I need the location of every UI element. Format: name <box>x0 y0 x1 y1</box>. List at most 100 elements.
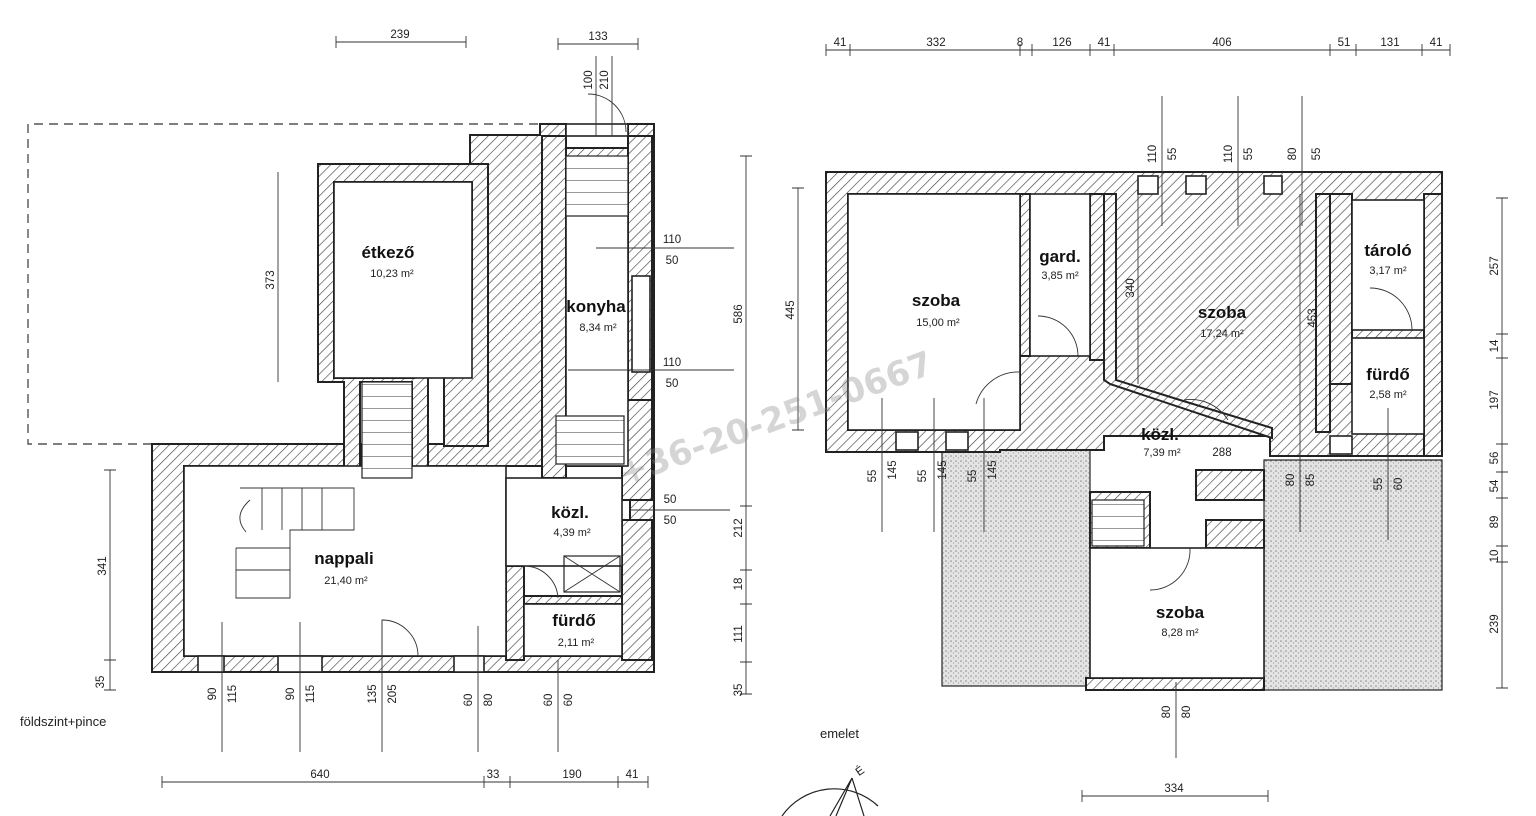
window <box>1137 175 1159 195</box>
svg-text:257: 257 <box>1489 256 1501 275</box>
window <box>895 431 919 451</box>
svg-text:131: 131 <box>1380 37 1399 49</box>
svg-text:239: 239 <box>1489 614 1501 633</box>
svg-text:110: 110 <box>663 357 681 369</box>
svg-text:80: 80 <box>1285 474 1297 487</box>
door-arc <box>975 371 1021 405</box>
upper-kozl-name: közl. <box>1141 425 1179 444</box>
kozl-area: 4,39 m² <box>553 527 591 539</box>
svg-text:373: 373 <box>265 270 277 289</box>
upper-floor-plan: szoba 15,00 m² gard. 3,85 m² szoba 17,24… <box>785 37 1508 802</box>
svg-text:111: 111 <box>733 625 745 642</box>
svg-text:60: 60 <box>563 694 575 707</box>
svg-text:445: 445 <box>785 300 797 319</box>
svg-text:80: 80 <box>1181 706 1193 719</box>
svg-text:89: 89 <box>1489 516 1501 529</box>
svg-text:51: 51 <box>1338 37 1351 49</box>
svg-text:41: 41 <box>834 37 847 49</box>
door-arc <box>523 565 559 599</box>
svg-text:100: 100 <box>583 70 595 89</box>
svg-text:212: 212 <box>733 518 745 537</box>
upper-szoba1-name: szoba <box>912 291 961 310</box>
door-arc <box>1183 399 1229 421</box>
svg-text:55: 55 <box>917 470 929 483</box>
window <box>945 431 969 451</box>
svg-text:60: 60 <box>463 694 475 707</box>
upper-stair <box>1091 499 1145 547</box>
upper-kozl-area: 7,39 m² <box>1143 447 1181 459</box>
svg-text:406: 406 <box>1212 37 1231 49</box>
stair-upper <box>565 155 629 217</box>
upper-szoba1-room <box>847 193 1021 431</box>
svg-text:145: 145 <box>937 460 949 479</box>
svg-text:8: 8 <box>1017 37 1023 49</box>
terrace-right <box>1263 459 1443 691</box>
window <box>565 123 629 137</box>
svg-text:145: 145 <box>887 460 899 479</box>
north-label: É <box>853 763 867 778</box>
furdo-area: 2,11 m² <box>558 637 595 649</box>
svg-text:35: 35 <box>95 676 107 689</box>
svg-text:135: 135 <box>367 684 379 703</box>
svg-text:334: 334 <box>1164 783 1184 795</box>
window <box>1185 175 1207 195</box>
kozl-name: közl. <box>551 503 589 522</box>
svg-text:145: 145 <box>987 460 999 479</box>
svg-text:640: 640 <box>310 769 329 781</box>
svg-text:197: 197 <box>1489 390 1501 409</box>
furdo-room <box>523 603 623 657</box>
svg-text:110: 110 <box>1223 145 1235 163</box>
svg-text:60: 60 <box>1393 478 1405 491</box>
etkezo-room <box>333 181 473 379</box>
gard-name: gard. <box>1039 247 1081 266</box>
svg-text:80: 80 <box>1287 148 1299 161</box>
tarolo-name: tároló <box>1364 241 1411 260</box>
furdo-name: fürdő <box>552 611 595 630</box>
svg-text:55: 55 <box>867 470 879 483</box>
svg-text:33: 33 <box>487 769 500 781</box>
ground-floor-plan: étkező 10,23 m² konyha 8,34 m² közl. 4,3… <box>20 29 752 788</box>
svg-text:210: 210 <box>599 70 611 89</box>
svg-text:55: 55 <box>1373 478 1385 491</box>
gard-area: 3,85 m² <box>1041 270 1079 282</box>
svg-text:18: 18 <box>733 578 745 591</box>
window <box>197 655 225 673</box>
terrace-left <box>941 449 1091 687</box>
window <box>1263 175 1283 195</box>
svg-text:205: 205 <box>387 684 399 703</box>
svg-text:50: 50 <box>664 515 677 527</box>
door-arc <box>587 93 627 133</box>
kozl-room <box>505 477 623 567</box>
svg-text:55: 55 <box>967 470 979 483</box>
svg-text:126: 126 <box>1052 37 1071 49</box>
konyha-name: konyha <box>566 297 626 316</box>
svg-text:41: 41 <box>1098 37 1111 49</box>
upper-szoba3-name: szoba <box>1156 603 1205 622</box>
szoba2-walls <box>1103 193 1331 440</box>
upper-furdo-name: fürdő <box>1366 365 1409 384</box>
svg-text:288: 288 <box>1212 447 1231 459</box>
svg-text:41: 41 <box>1430 37 1443 49</box>
upper-szoba2-area: 17,24 m² <box>1200 328 1244 340</box>
konyha-area: 8,34 m² <box>579 322 617 334</box>
svg-text:190: 190 <box>562 769 581 781</box>
svg-text:133: 133 <box>588 31 607 43</box>
svg-text:80: 80 <box>483 694 495 707</box>
tarolo-room <box>1351 199 1425 331</box>
ground-floor-caption: földszint+pince <box>20 714 106 729</box>
svg-text:115: 115 <box>305 685 317 703</box>
svg-text:110: 110 <box>1147 145 1159 163</box>
svg-text:55: 55 <box>1167 148 1179 161</box>
svg-text:332: 332 <box>926 37 945 49</box>
svg-text:50: 50 <box>666 255 679 267</box>
door-arc <box>1369 287 1413 331</box>
svg-text:453: 453 <box>1307 308 1319 327</box>
etkezo-name: étkező <box>362 243 415 262</box>
shower-tray <box>563 555 621 593</box>
upper-floor-caption: emelet <box>820 726 859 741</box>
svg-text:56: 56 <box>1489 452 1501 465</box>
svg-text:35: 35 <box>733 684 745 697</box>
svg-text:586: 586 <box>733 304 745 323</box>
stair-cellar <box>361 381 413 479</box>
